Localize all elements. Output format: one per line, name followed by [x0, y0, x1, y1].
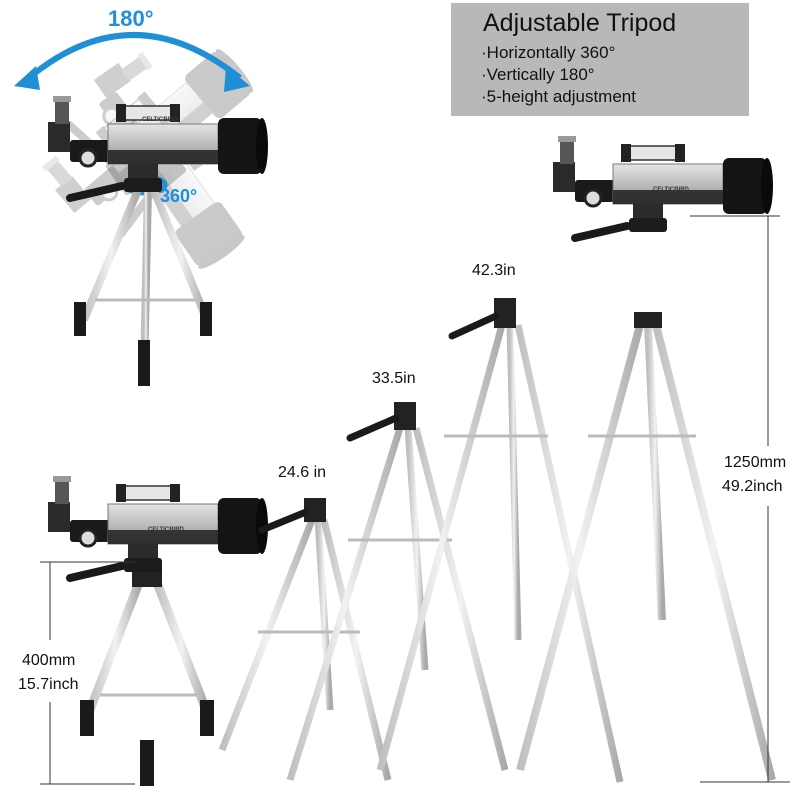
max-height-inch: 49.2inch — [722, 478, 783, 495]
dimension-max — [690, 215, 790, 783]
feature-height-adjust: ·5-height adjustment — [481, 87, 636, 106]
feature-rotation-horizontal: ·Horizontally 360° — [481, 43, 616, 62]
tripod-min-height — [48, 476, 268, 786]
height-label-33in: 33.5in — [372, 370, 416, 387]
height-label-42in: 42.3in — [472, 262, 516, 279]
tripod-24in — [218, 498, 392, 781]
dimension-min — [40, 561, 135, 785]
brand-logo-2: CELTICBIRD — [148, 527, 184, 533]
brand-logo-3: CELTICBIRD — [653, 187, 689, 193]
tripod-42in — [376, 298, 624, 783]
tripod-33in — [286, 402, 509, 782]
rotation-label-vertical: 180° — [108, 6, 154, 31]
height-label-24in: 24.6 in — [278, 464, 327, 481]
feature-panel: Adjustable Tripod ·Horizontally 360° ·Ve… — [451, 3, 749, 116]
rotation-demo — [14, 29, 272, 386]
feature-rotation-vertical: ·Vertically 180° — [481, 65, 595, 84]
panel-title: Adjustable Tripod — [483, 9, 677, 37]
min-height-mm: 400mm — [22, 652, 76, 669]
brand-logo-1: CELTICBIRD — [142, 117, 178, 123]
tripod-max-height — [516, 136, 773, 781]
rotation-arc-vertical — [22, 32, 242, 85]
max-height-mm: 1250mm — [724, 454, 787, 471]
rotation-label-horizontal: 360° — [160, 186, 198, 206]
min-height-inch: 15.7inch — [18, 676, 79, 693]
